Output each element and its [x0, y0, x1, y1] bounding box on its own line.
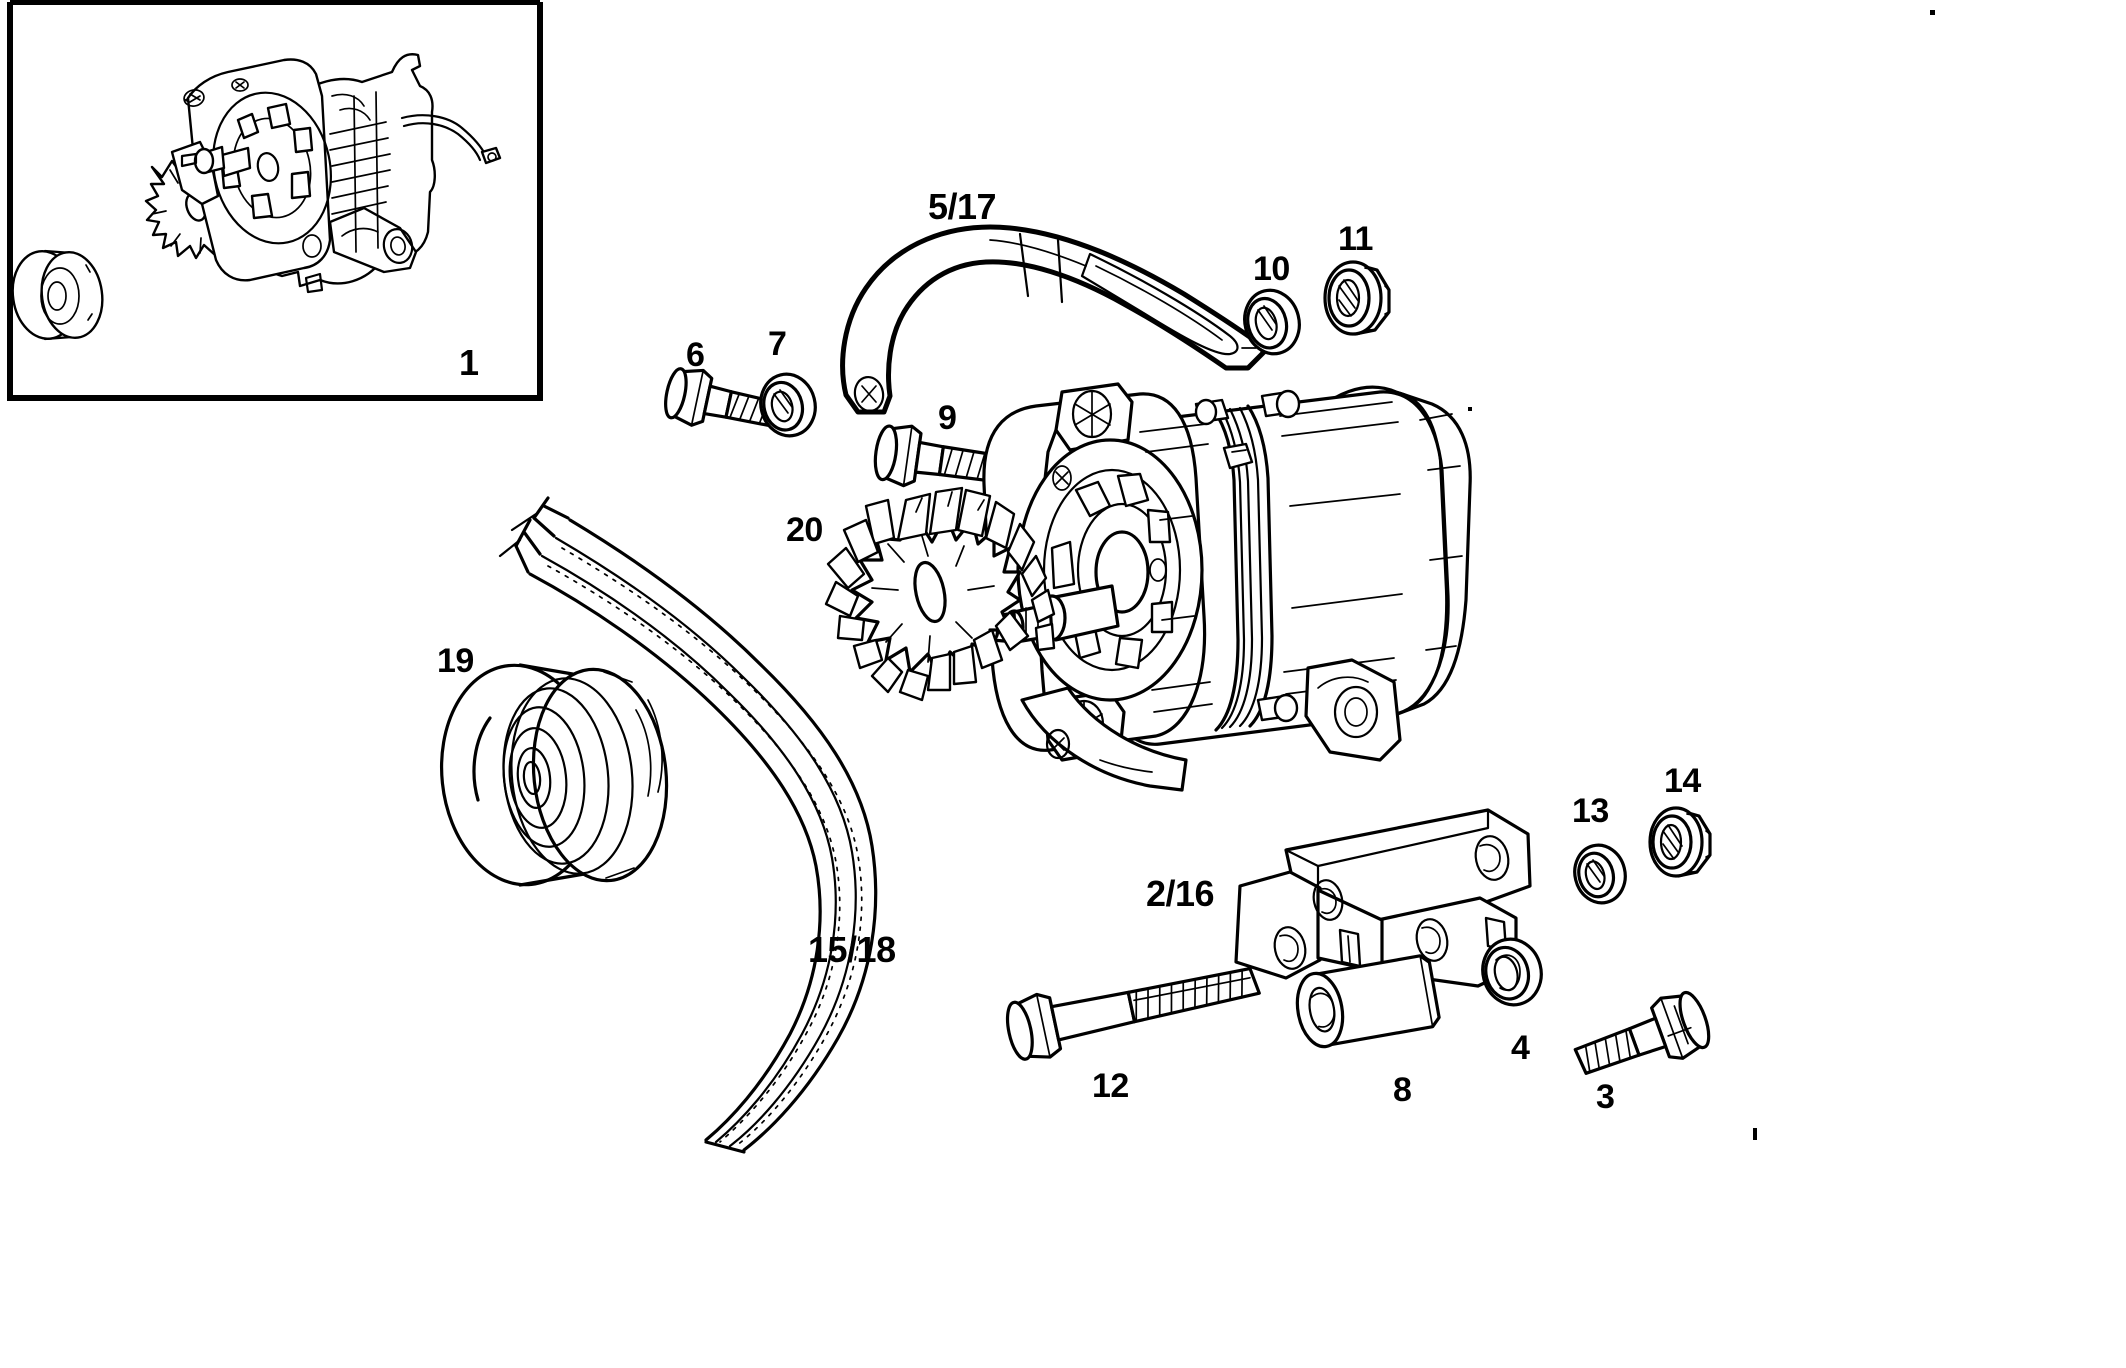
scan-speck	[1930, 10, 1935, 15]
scan-speck	[1753, 1128, 1757, 1140]
callout-11: 11	[1338, 220, 1373, 258]
callout-9: 9	[938, 399, 957, 437]
mounting-bracket-2-16-icon	[1234, 808, 1532, 988]
spacer-bushing-8-icon	[1295, 954, 1441, 1049]
callout-8: 8	[1393, 1071, 1412, 1109]
callout-1: 1	[459, 342, 479, 383]
washer-13-icon	[1573, 843, 1627, 905]
callout-10: 10	[1253, 250, 1290, 288]
callout-19: 19	[437, 642, 474, 680]
v-belt-15-18-icon	[498, 496, 878, 1154]
cooling-fan-20-icon	[824, 486, 1056, 702]
adjusting-strap-5-17-icon	[840, 224, 1267, 415]
long-bolt-12-icon	[1005, 966, 1261, 1061]
hex-nut-11-icon	[1323, 260, 1391, 336]
callout-20: 20	[786, 511, 823, 549]
alternator-body-icon	[980, 382, 1472, 792]
callout-7: 7	[768, 325, 787, 363]
callout-4: 4	[1511, 1029, 1530, 1067]
inset-alternator-icon	[170, 53, 502, 294]
inset-pulley-icon	[11, 249, 104, 341]
callout-2-16: 2/16	[1146, 873, 1215, 914]
callout-5-17: 5/17	[928, 186, 997, 227]
hex-nut-14-icon	[1648, 806, 1712, 878]
inset-panel	[7, 0, 543, 401]
callout-12: 12	[1092, 1067, 1129, 1105]
callout-3: 3	[1596, 1078, 1615, 1116]
bolt-3-icon	[1573, 990, 1711, 1075]
callout-13: 13	[1572, 792, 1609, 830]
washer-10-icon	[1243, 288, 1301, 356]
washer-7-icon	[759, 372, 817, 438]
pulley-19-icon	[439, 663, 669, 887]
callout-6: 6	[686, 336, 705, 374]
washer-4-icon	[1481, 937, 1543, 1007]
callout-14: 14	[1664, 762, 1701, 800]
callout-15-18: 15/18	[808, 929, 896, 970]
scan-speck	[1468, 407, 1472, 411]
